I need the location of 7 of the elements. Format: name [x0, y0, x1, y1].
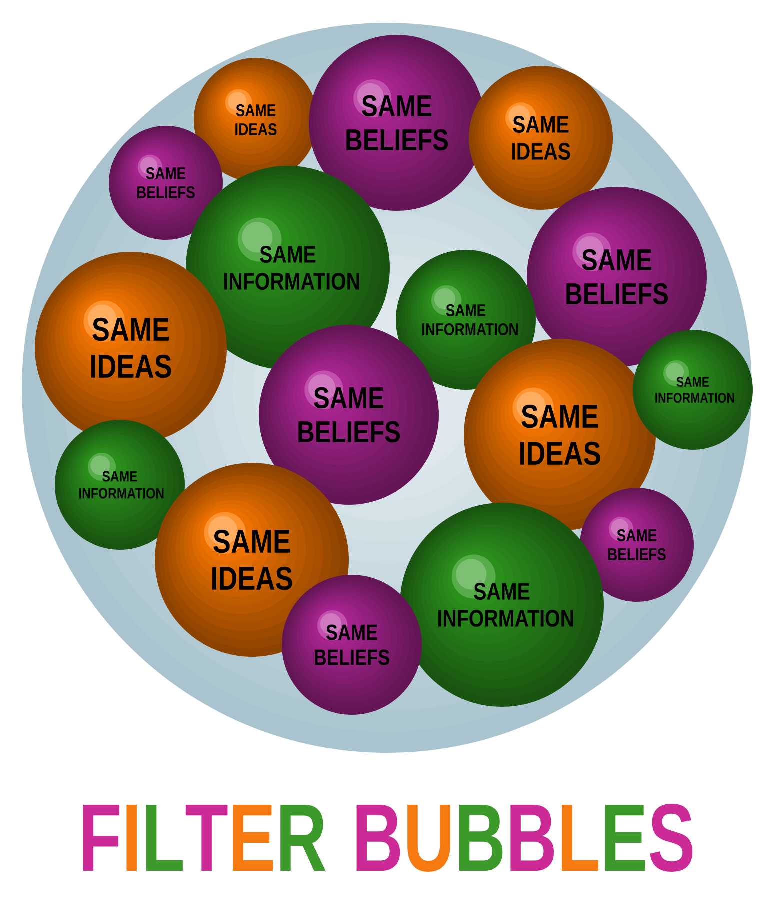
bubble: SAME IDEAS: [469, 66, 613, 210]
bubble: SAME INFORMATION: [400, 503, 604, 707]
bubble: SAME BELIEFS: [580, 488, 694, 602]
bubble: SAME BELIEFS: [109, 126, 223, 240]
bubble: SAME INFORMATION: [55, 420, 185, 550]
bubble: SAME INFORMATION: [633, 330, 753, 450]
title: FILTER BUBBLES: [83, 804, 693, 872]
